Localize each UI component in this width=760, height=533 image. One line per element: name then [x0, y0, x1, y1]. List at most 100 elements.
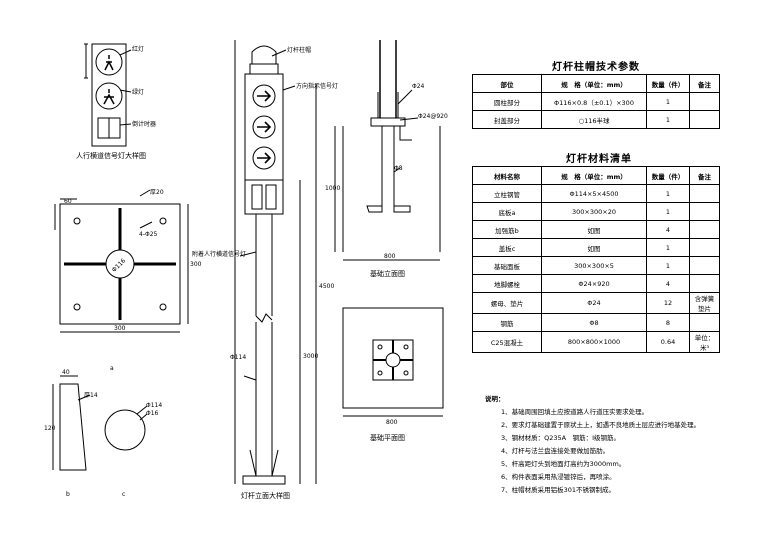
table-cell: [689, 184, 720, 203]
table-cell: 1: [646, 238, 690, 257]
red-lamp-label: 红灯: [132, 45, 144, 53]
table-cell: 封盖部分: [472, 110, 542, 129]
table-cell: Φ24: [541, 292, 647, 314]
material-table-title: 灯杆材料清单: [566, 154, 632, 165]
table-cell: 4: [646, 220, 690, 239]
table-cell: [689, 274, 720, 293]
table-cell: 单位：米³: [689, 331, 720, 353]
found-plan-title: 基础平面图: [370, 433, 405, 442]
pole-dia-label: Φ114: [230, 354, 246, 361]
rib-h-label: 120: [44, 425, 56, 432]
table-cell: [689, 238, 720, 257]
table-cell: C25混凝土: [472, 331, 542, 353]
table-cell: 1: [646, 256, 690, 275]
cap-dia2-label: Φ16: [146, 410, 159, 417]
pole-elevation: [234, 40, 317, 485]
cap-dia-label: Φ114: [146, 402, 162, 409]
note-item: 2、要求灯基础建置于原状土上，如遇不良地质土层应进行地基处理。: [501, 421, 701, 429]
note-item: 1、基础周围回填土应按道路人行道压实要求处理。: [501, 408, 649, 416]
base-plate-plan: [54, 189, 189, 333]
rebar-label: Φ8: [394, 165, 403, 172]
cap-table-title: 灯杆柱帽技术参数: [552, 62, 640, 73]
note-item: 3、钢材材质：Q235A 钢筋：I级钢筋。: [501, 434, 621, 442]
table-cell: 1: [646, 110, 690, 129]
table-cell: 底板a: [472, 202, 542, 221]
table-row: 封盖部分 ○116半球 1: [472, 110, 720, 129]
c-label: c: [122, 491, 125, 498]
direction-lamp-label: 方向指示信号灯: [296, 82, 338, 90]
table-cell: 加强筋b: [472, 220, 542, 239]
pole-height-label: 4500: [319, 283, 334, 290]
table-cell: 0.64: [646, 331, 690, 353]
table-cell: 如图: [541, 238, 647, 257]
rib-w-label: 40: [62, 369, 70, 376]
table-cell: 盖板c: [472, 238, 542, 257]
hole-label: 4-Φ25: [139, 231, 158, 238]
cap-plate-detail: [104, 405, 148, 451]
pedestrian-signal-head: [84, 43, 132, 147]
header-cell: 备注: [689, 166, 720, 185]
note-item: 4、灯杆与法兰盘连接处要做加筋肋。: [501, 447, 610, 455]
found-plan-dim: 800: [386, 419, 398, 426]
rib-detail: [52, 375, 91, 471]
table-cell: 1: [646, 184, 690, 203]
green-lamp-label: 绿灯: [132, 88, 144, 96]
notes-heading: 说明：: [485, 395, 505, 403]
table-cell: 8: [646, 313, 690, 332]
base-plate-width: 300: [114, 325, 126, 332]
table-cell: [689, 110, 720, 129]
table-cell: [689, 313, 720, 332]
table-cell: Φ24×920: [541, 274, 647, 293]
pedestrian-lamp-label: 附着人行横道信号灯: [192, 250, 246, 258]
pole-lower-label: 3000: [303, 353, 318, 360]
table-cell: 螺母、垫片: [472, 292, 542, 314]
table-cell: 基础面板: [472, 256, 542, 275]
cap-table: 部位 规 格（单位：mm） 数量（件） 备注 圆柱部分 Φ116×0.8（±0.…: [472, 74, 720, 129]
table-cell: 圆柱部分: [472, 92, 542, 111]
gusset-label: 厚20: [150, 189, 164, 196]
cap-table-header: 部位 规 格（单位：mm） 数量（件） 备注: [472, 74, 720, 93]
cap-label: 灯杆柱帽: [287, 46, 311, 54]
countdown-label: 倒计时器: [132, 120, 156, 128]
header-cell: 材料名称: [472, 166, 542, 185]
notes: 说明： 1、基础周围回填土应按道路人行道压实要求处理。 2、要求灯基础建置于原状…: [485, 393, 700, 497]
note-item: 5、杆高距灯头到地面灯高约为3000mm。: [501, 460, 626, 468]
found-width-label: 800: [384, 253, 396, 260]
header-cell: 数量（件）: [646, 166, 690, 185]
note-item: 6、构件表面采用热浸镀锌后，再喷涂。: [501, 473, 616, 481]
table-cell: 300×300×5: [541, 256, 647, 275]
table-row: 圆柱部分 Φ116×0.8（±0.1）×300 1: [472, 92, 720, 111]
table-cell: 800×800×1000: [541, 331, 647, 353]
header-cell: 数量（件）: [646, 74, 690, 93]
table-cell: 12: [646, 292, 690, 314]
bolt-label: Φ24: [412, 83, 425, 90]
table-cell: 地脚螺栓: [472, 274, 542, 293]
header-cell: 备注: [689, 74, 720, 93]
table-cell: [689, 220, 720, 239]
bolt-len-label: Φ24@920: [418, 113, 448, 120]
b-label: b: [66, 491, 70, 498]
ped-signal-title: 人行横道信号灯大样图: [76, 151, 146, 160]
table-cell: Φ8: [541, 313, 647, 332]
table-cell: ○116半球: [541, 110, 647, 129]
table-cell: [689, 256, 720, 275]
found-elev-title: 基础立面图: [370, 269, 405, 278]
table-cell: [689, 202, 720, 221]
table-cell: [689, 92, 720, 111]
table-cell: 4: [646, 274, 690, 293]
table-cell: Φ116×0.8（±0.1）×300: [541, 92, 647, 111]
foundation-plan: [342, 307, 444, 417]
header-cell: 规 格（单位：mm）: [541, 74, 647, 93]
hole-pitch-label: 60: [64, 198, 72, 205]
table-cell: 1: [646, 92, 690, 111]
table-cell: 1: [646, 202, 690, 221]
